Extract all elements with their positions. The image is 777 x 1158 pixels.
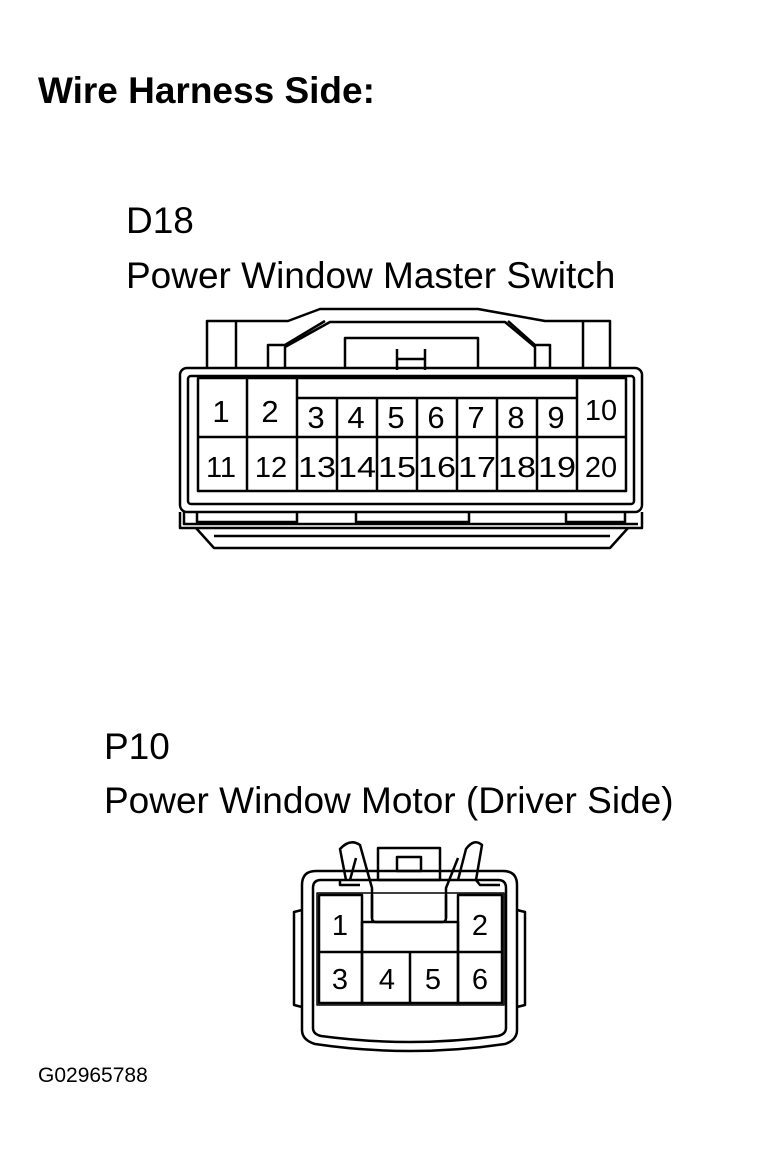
p10-pin-label: 5 <box>425 964 441 996</box>
connector-d18-code: D18 <box>126 200 194 241</box>
p10-pin-label: 2 <box>472 910 488 942</box>
d18-pin-label: 10 <box>585 395 617 427</box>
connector-p10-code: P10 <box>104 726 170 767</box>
d18-pin-label: 20 <box>585 452 617 484</box>
connector-d18-pin-grid <box>196 376 628 493</box>
connector-d18-drawing: 1 2 3 4 5 6 7 8 9 10 11 12 20 13 14 15 1… <box>178 307 644 550</box>
d18-pin-label: 2 <box>261 394 278 429</box>
d18-pin-label: 9 <box>547 400 564 435</box>
connector-d18-name: Power Window Master Switch <box>126 255 616 296</box>
d18-pin-label: 7 <box>467 400 484 435</box>
p10-pin-label: 3 <box>332 964 348 996</box>
connector-p10-drawing: 1 2 3 4 5 6 <box>292 841 527 1053</box>
connector-p10-name: Power Window Motor (Driver Side) <box>104 780 674 821</box>
d18-pin-label: 4 <box>347 400 364 435</box>
d18-pin-label: 1 <box>212 394 229 429</box>
d18-pin-label: 6 <box>427 400 444 435</box>
d18-pin-label: 15 <box>378 452 416 484</box>
d18-pin-label: 17 <box>458 452 496 484</box>
figure-id: G02965788 <box>38 1064 148 1087</box>
d18-pin-label: 5 <box>387 400 404 435</box>
p10-pin-label: 6 <box>472 964 488 996</box>
d18-pin-label: 12 <box>255 452 287 484</box>
d18-pin-label: 3 <box>307 400 324 435</box>
d18-pin-label: 8 <box>507 400 524 435</box>
d18-pin-label: 16 <box>418 452 456 484</box>
page-heading: Wire Harness Side: <box>38 70 375 111</box>
d18-pin-label: 19 <box>538 452 576 484</box>
d18-pin-label: 13 <box>298 452 336 484</box>
p10-pin-label: 1 <box>332 910 348 942</box>
d18-pin-label: 14 <box>338 452 376 484</box>
p10-pin-label: 4 <box>379 964 395 996</box>
d18-pin-label: 11 <box>206 452 236 484</box>
d18-pin-label: 18 <box>498 452 536 484</box>
